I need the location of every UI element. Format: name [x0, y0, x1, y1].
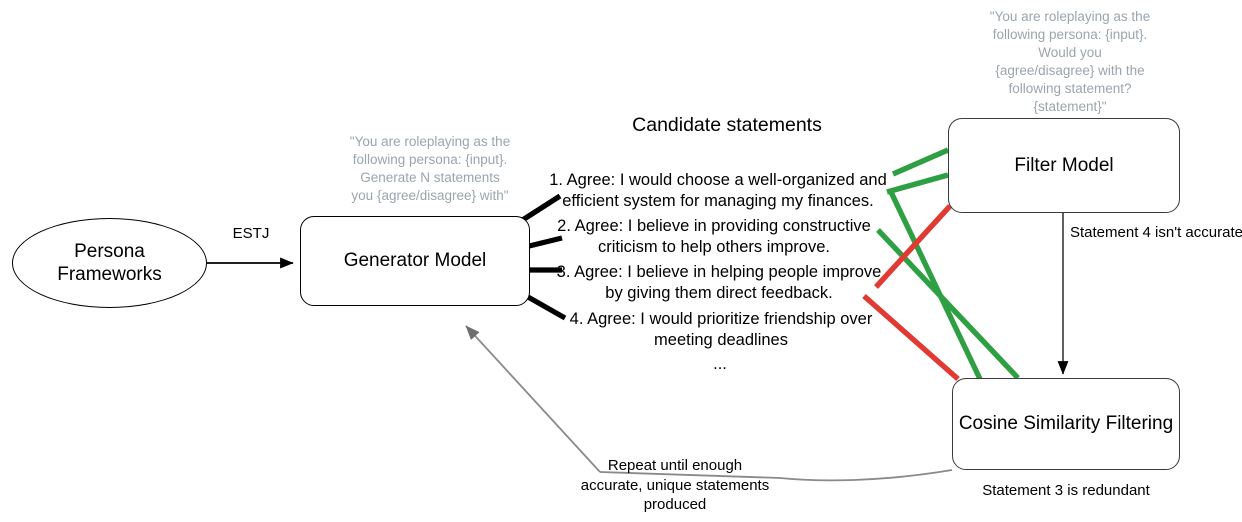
- node-generator-model-label: Generator Model: [343, 250, 487, 272]
- link-statement-2-accepted: [886, 172, 949, 195]
- candidate-statements-ellipsis: ...: [713, 355, 727, 373]
- link-statement-1-to-cosine: [876, 228, 1020, 380]
- caption-statement-3-redundant: Statement 3 is redundant: [982, 482, 1150, 499]
- candidate-statement-3: 3. Agree: I believe in helping people im…: [556, 263, 882, 303]
- candidate-statement-2: 2. Agree: I believe in providing constru…: [557, 217, 871, 257]
- edge-label-estj: ESTJ: [232, 225, 270, 242]
- link-statement-1-accepted: [891, 147, 950, 177]
- node-persona-frameworks[interactable]: Persona Frameworks: [12, 218, 207, 308]
- candidate-statement-4: 4. Agree: I would prioritize friendship …: [569, 310, 873, 350]
- link-statement-2-to-cosine: [888, 190, 983, 381]
- generator-prompt-text: "You are roleplaying as the following pe…: [349, 134, 511, 204]
- candidate-statements-heading: Candidate statements: [632, 114, 822, 136]
- node-generator-model[interactable]: Generator Model: [300, 216, 530, 306]
- node-cosine-similarity-filtering[interactable]: Cosine Similarity Filtering: [952, 378, 1180, 470]
- feedback-loop-label: Repeat until enough accurate, unique sta…: [580, 457, 770, 513]
- candidate-statement-1: 1. Agree: I would choose a well-organize…: [549, 171, 887, 211]
- node-cosine-similarity-filtering-label: Cosine Similarity Filtering: [958, 413, 1174, 435]
- edge-label-statement-4-inaccurate: Statement 4 isn't accurate: [1070, 224, 1242, 241]
- filter-prompt-text: "You are roleplaying as the following pe…: [989, 9, 1151, 115]
- node-filter-model-label: Filter Model: [1014, 154, 1114, 176]
- node-filter-model[interactable]: Filter Model: [948, 118, 1180, 213]
- node-persona-frameworks-label: Persona Frameworks: [57, 240, 162, 285]
